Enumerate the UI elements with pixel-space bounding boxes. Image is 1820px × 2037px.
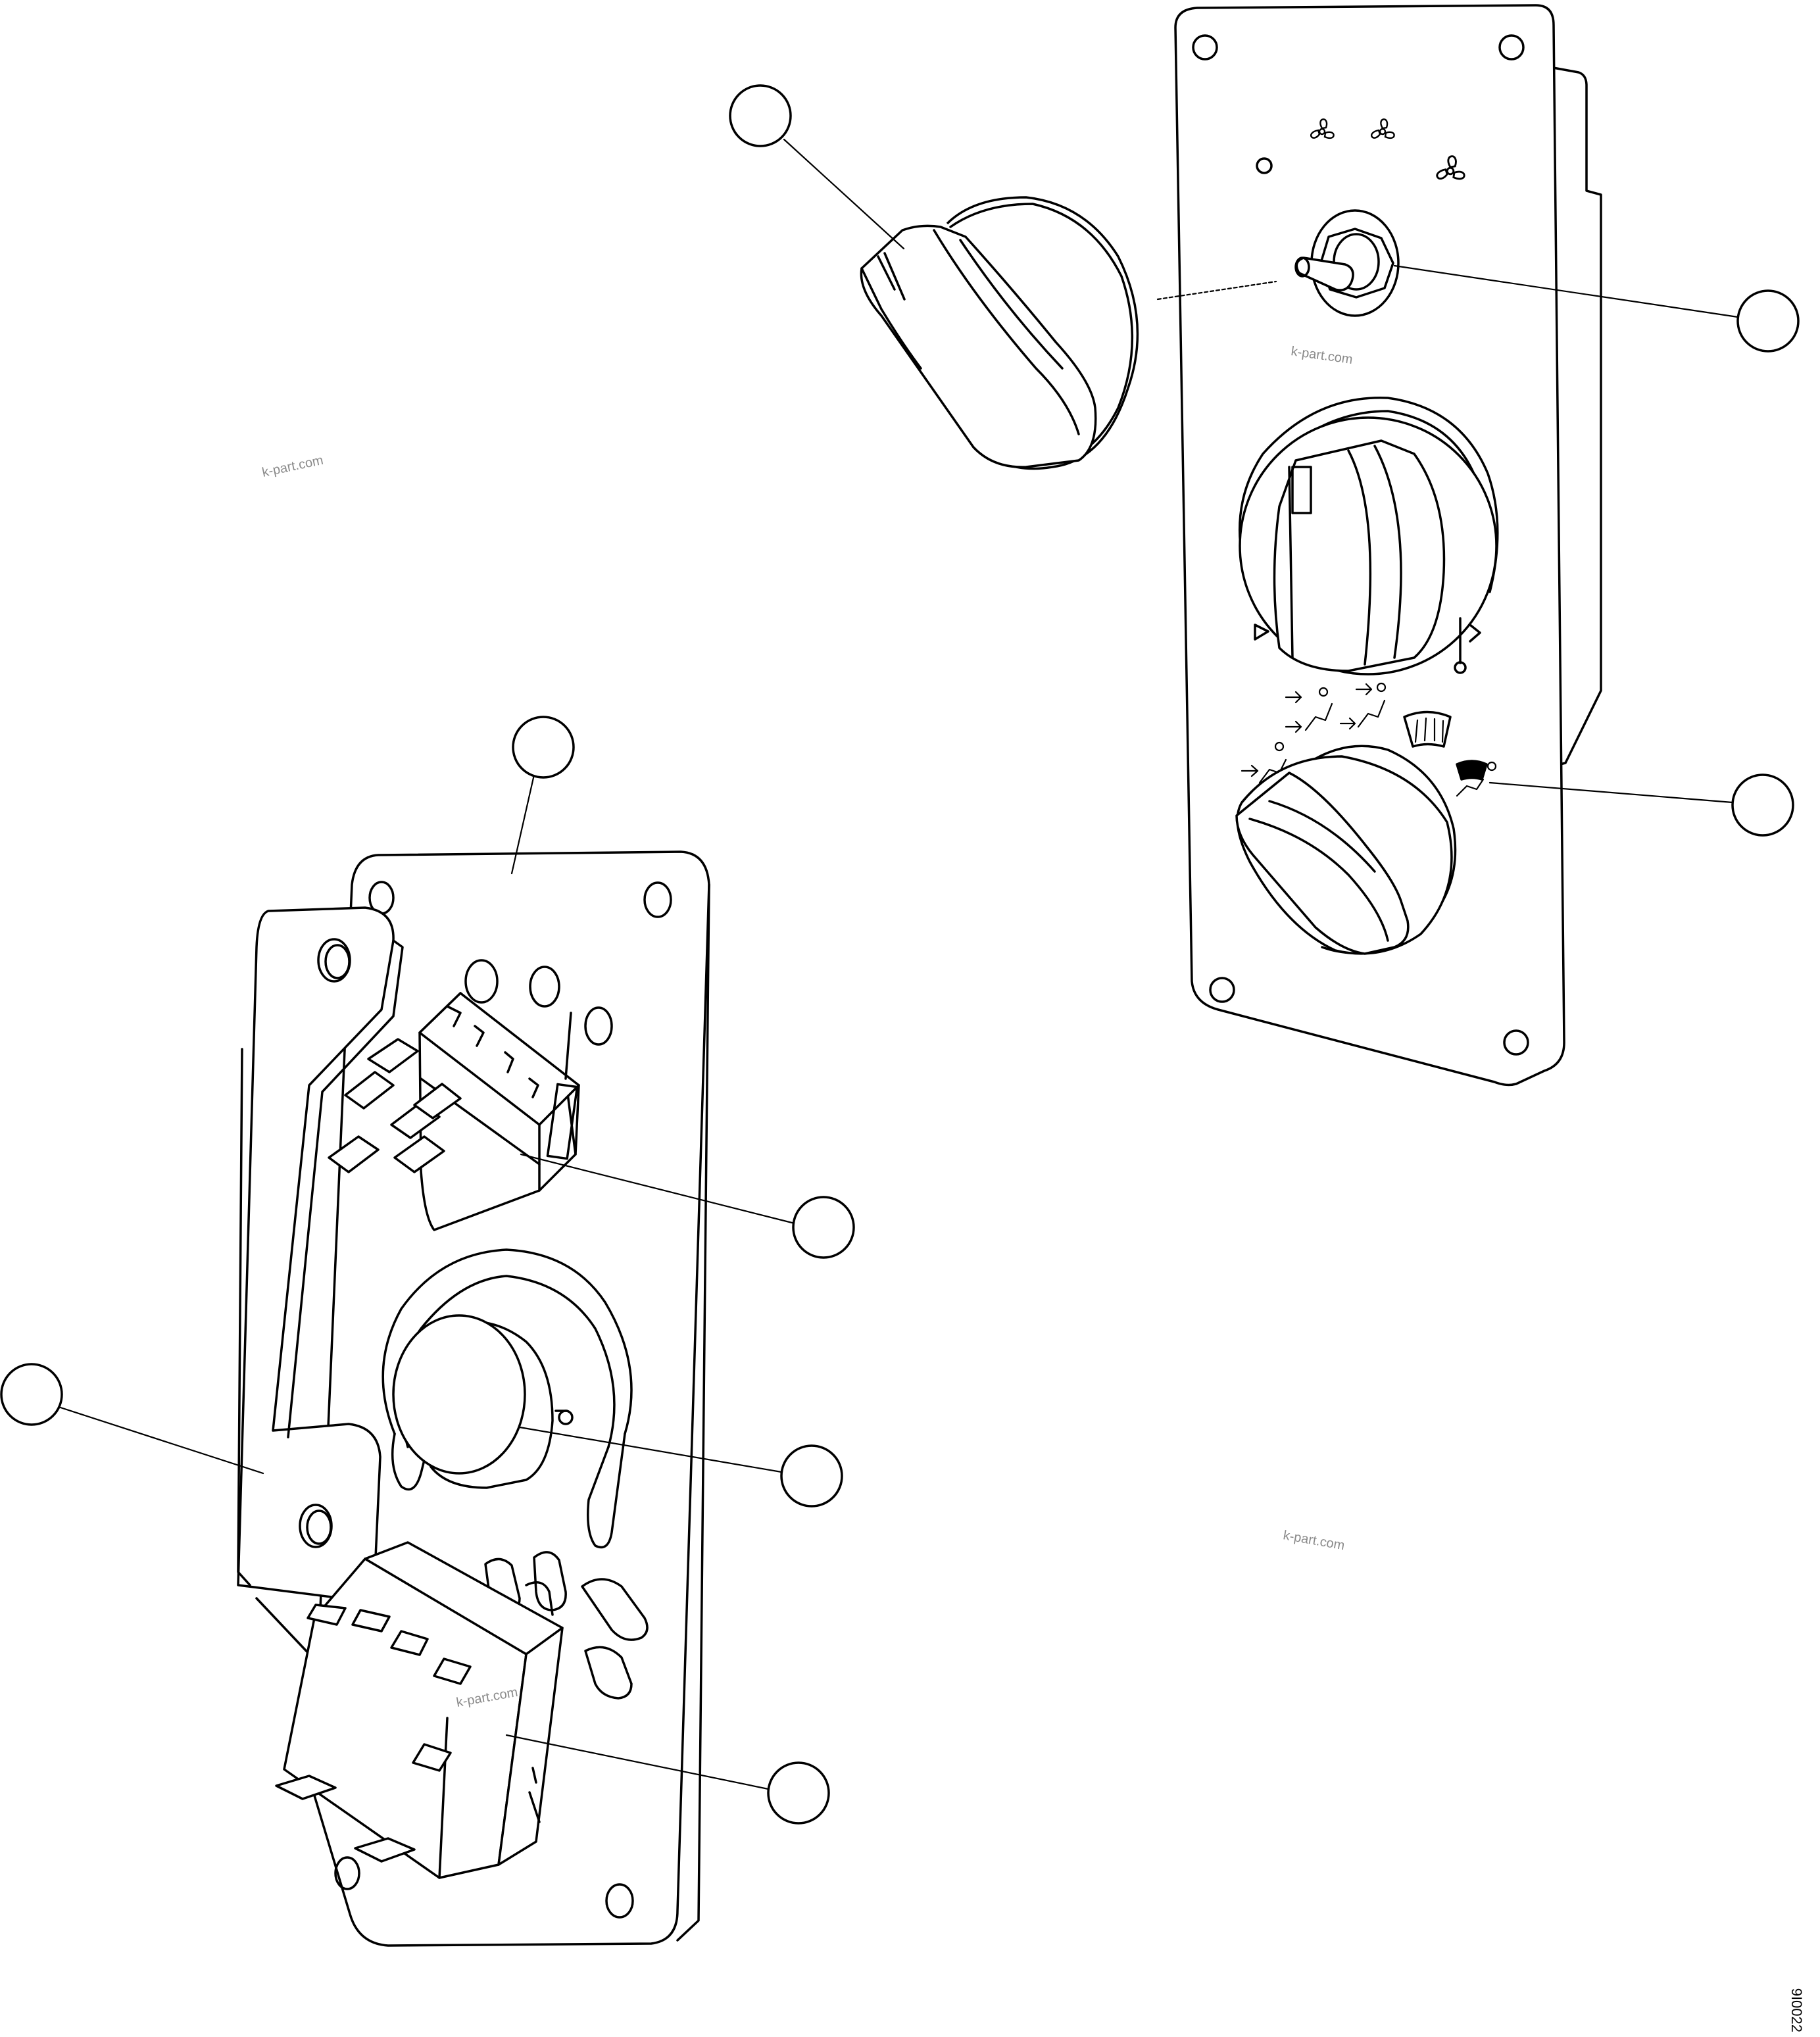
mounting-hole xyxy=(1498,34,1525,61)
cold-temperature-icon xyxy=(1254,624,1269,641)
callouts xyxy=(0,84,1800,1825)
fan-toggle-switch[interactable] xyxy=(1294,209,1400,317)
lower-connector-callout[interactable] xyxy=(505,1734,830,1825)
mounting-hole xyxy=(334,1856,360,1890)
upper-connector-callout[interactable] xyxy=(520,1153,855,1259)
rotary-switch-body-callout[interactable] xyxy=(518,1426,843,1508)
drawing-code: 9I0022 xyxy=(1788,1988,1805,2032)
airflow-face-feet-icon xyxy=(1285,687,1333,733)
mode-selector-dial[interactable] xyxy=(1235,745,1457,955)
rear-panel-assembly xyxy=(237,850,710,1947)
bracket-callout[interactable] xyxy=(0,1363,264,1475)
front-panel-assembly xyxy=(1156,4,1602,1087)
airflow-feet-defrost-icon xyxy=(1456,760,1497,797)
mounting-hole xyxy=(1209,977,1235,1003)
temperature-dial[interactable] xyxy=(1239,397,1499,675)
upper-connector[interactable] xyxy=(328,992,580,1231)
fan-off-marker xyxy=(1256,157,1273,174)
mounting-hole xyxy=(1192,34,1218,61)
airflow-face-icon xyxy=(1241,741,1287,784)
mounting-hole xyxy=(1503,1029,1529,1056)
airflow-feet-icon xyxy=(1339,682,1387,730)
rotary-switch-body[interactable] xyxy=(392,1314,574,1489)
knob-callout[interactable] xyxy=(729,84,905,250)
watermark: k-part.com xyxy=(260,453,324,480)
mounting-hole xyxy=(605,1883,634,1919)
mounting-hole xyxy=(643,881,672,918)
panel-plate-callout[interactable] xyxy=(510,716,575,875)
mounting-bracket[interactable] xyxy=(237,906,395,1600)
knob-detached[interactable] xyxy=(860,196,1139,470)
mode-selector-callout[interactable] xyxy=(1488,773,1794,837)
hot-temperature-icon xyxy=(1454,617,1481,674)
windscreen-defrost-icon xyxy=(1403,710,1452,748)
toggle-switch-callout[interactable] xyxy=(1393,264,1800,353)
lower-connector[interactable] xyxy=(275,1541,564,1879)
watermark: k-part.com xyxy=(1282,1528,1346,1553)
